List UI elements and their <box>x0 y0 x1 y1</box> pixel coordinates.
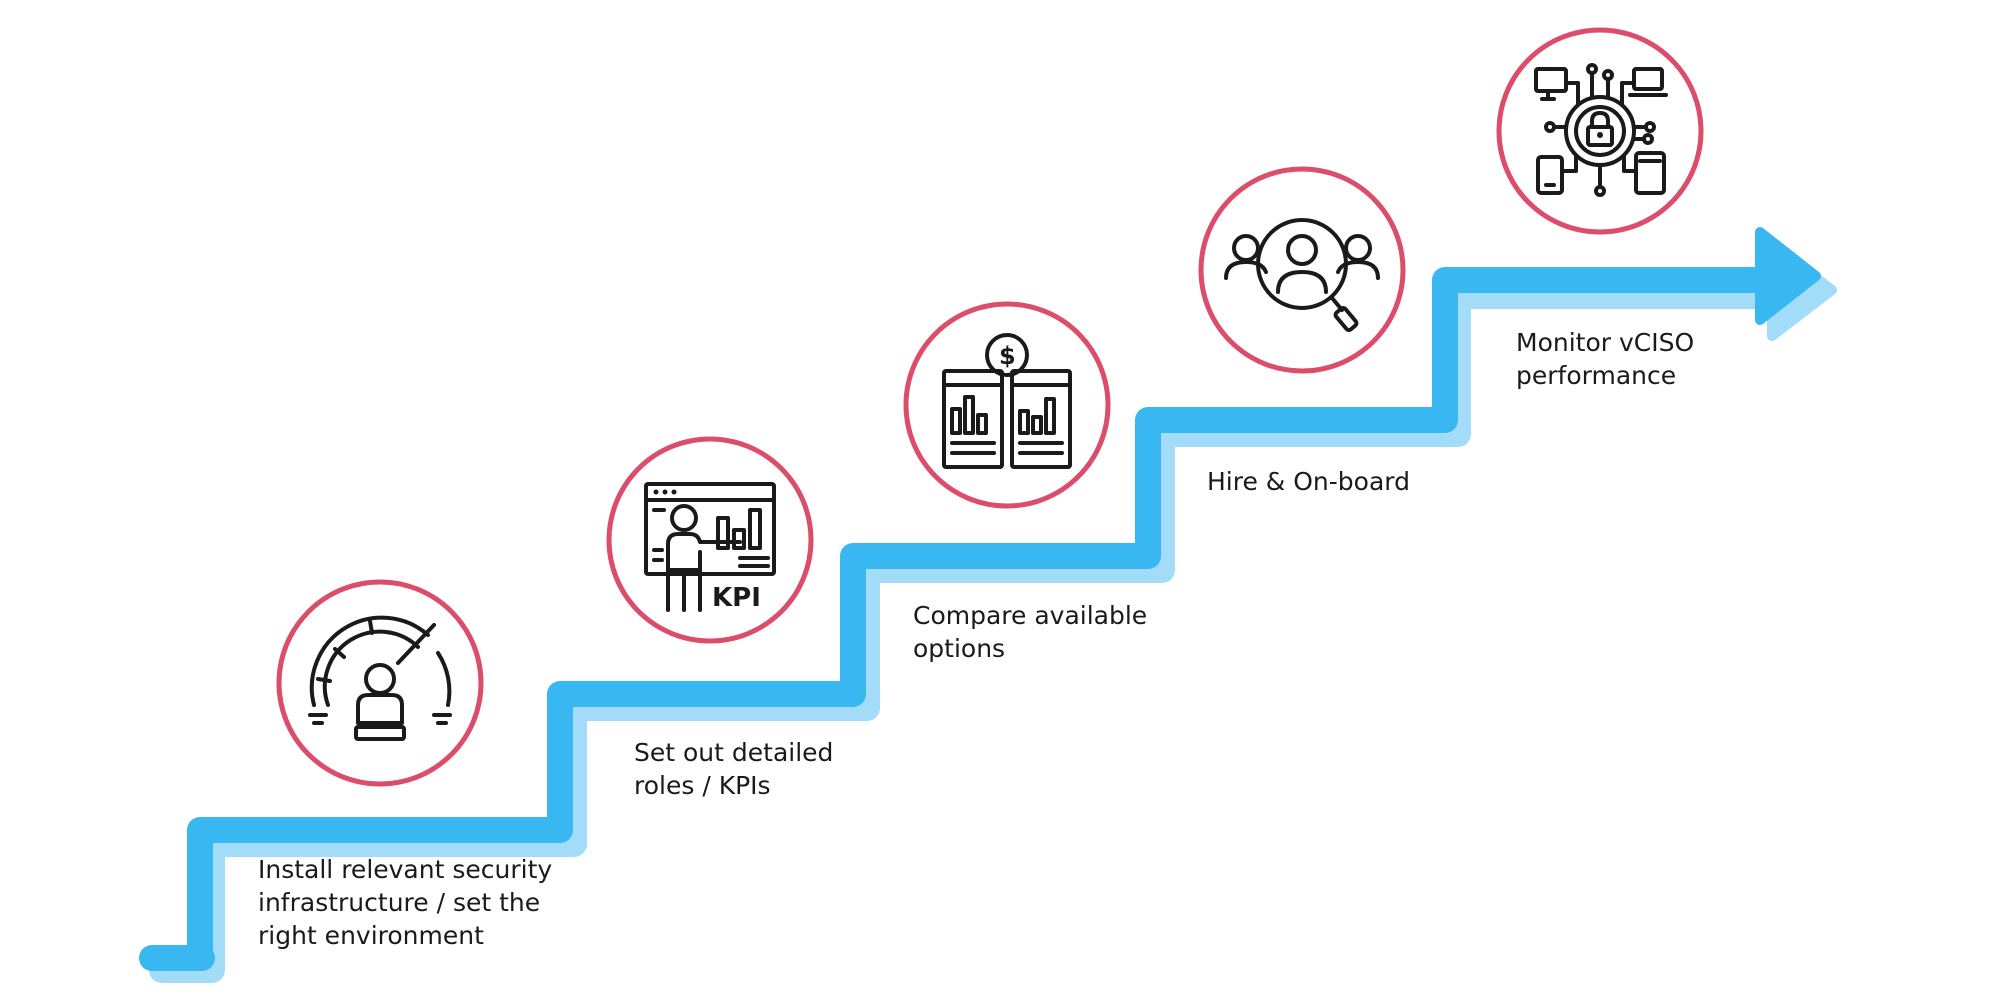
step-2-icon-badge: KPI <box>606 436 814 644</box>
financial-comparison-icon: $ <box>942 333 1072 469</box>
step-1-icon-badge <box>276 579 484 787</box>
step-5-icon-badge <box>1496 27 1704 235</box>
kpi-presentation-icon: KPI <box>644 482 776 613</box>
step-1-label: Install relevant security infrastructure… <box>258 855 553 950</box>
step-2-label: Set out detailed roles / KPIs <box>634 738 834 800</box>
network-security-lock-icon <box>1534 63 1668 197</box>
arrow-head <box>1755 227 1821 325</box>
step-3-icon-badge: $ <box>903 301 1111 509</box>
step-4-label: Hire & On-board <box>1207 467 1410 496</box>
step-3-label: Compare available options <box>913 601 1148 663</box>
staircase-path <box>139 267 1788 971</box>
security-gauge-user-icon <box>308 615 452 741</box>
step-5-label: Monitor vCISO performance <box>1516 328 1695 390</box>
kpi-label: KPI <box>712 583 761 613</box>
dollar-label: $ <box>999 342 1016 370</box>
candidate-search-icon <box>1224 218 1380 333</box>
step-4-icon-badge <box>1198 166 1406 374</box>
